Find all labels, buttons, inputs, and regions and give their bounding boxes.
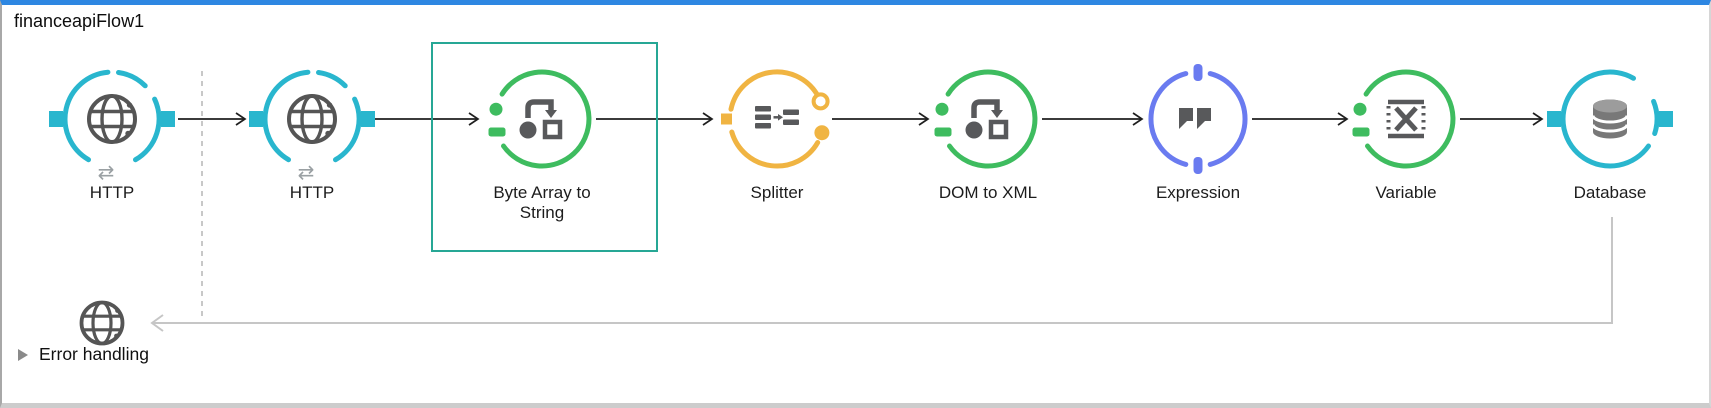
- node-label: Database: [1573, 183, 1647, 202]
- node-response-endpoint[interactable]: [70, 291, 134, 355]
- svg-text:⇄: ⇄: [98, 160, 115, 182]
- node-label: Variable: [1375, 183, 1437, 202]
- transformer-icon: [488, 69, 592, 169]
- node-label: HTTP: [289, 183, 335, 202]
- node-byte-array-to-string[interactable]: Byte Array to String: [477, 62, 607, 223]
- node-variable[interactable]: Variable: [1341, 62, 1471, 203]
- node-splitter[interactable]: Splitter: [712, 62, 842, 203]
- flow-title[interactable]: financeapiFlow1: [14, 11, 145, 31]
- globe-icon: ⇄: [49, 69, 175, 182]
- node-label: Expression: [1155, 183, 1241, 202]
- error-handling-toggle[interactable]: Error handling: [18, 344, 149, 365]
- variable-x-icon: [1352, 69, 1456, 169]
- transformer-icon: [934, 69, 1038, 169]
- splitter-icon: [721, 69, 830, 169]
- database-icon: [1547, 69, 1673, 169]
- node-label: HTTP: [89, 183, 135, 202]
- double-quote-icon: [1148, 64, 1248, 174]
- globe-icon: ⇄: [249, 69, 375, 182]
- selection-box: [431, 42, 658, 252]
- node-http-listener[interactable]: ⇄ HTTP: [47, 62, 177, 203]
- node-expression[interactable]: Expression: [1133, 62, 1263, 203]
- node-http-request[interactable]: ⇄ HTTP: [247, 62, 377, 203]
- node-dom-to-xml[interactable]: DOM to XML: [923, 62, 1053, 203]
- node-database[interactable]: Database: [1545, 62, 1675, 203]
- node-label: Splitter: [750, 183, 804, 202]
- svg-text:⇄: ⇄: [298, 160, 315, 182]
- node-label: DOM to XML: [938, 183, 1038, 202]
- node-label: Byte Array to String: [493, 183, 591, 222]
- globe-icon: [79, 300, 125, 346]
- error-handling-label: Error handling: [39, 344, 149, 364]
- chevron-right-icon[interactable]: [18, 348, 28, 361]
